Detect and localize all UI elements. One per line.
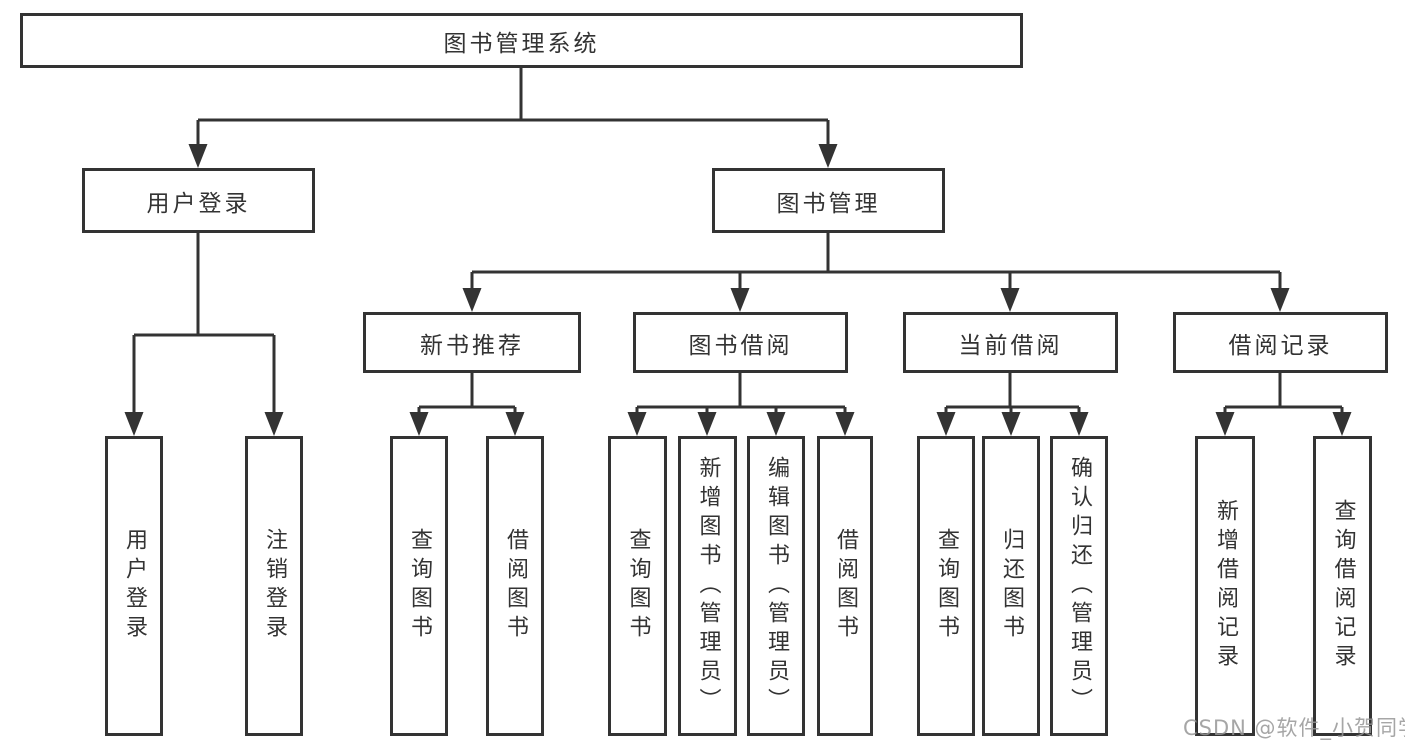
leaf-bb-borrow-books: 借阅图书 <box>817 436 873 736</box>
node-label: 新增图书（管理员） <box>695 455 721 717</box>
node-label: 查询借阅记录 <box>1330 499 1356 673</box>
node-label: 查询图书 <box>407 528 432 644</box>
leaf-cb-confirm-return-admin: 确认归还（管理员） <box>1050 436 1108 736</box>
node-label: 查询图书 <box>625 528 651 644</box>
node-label: 借阅记录 <box>1228 332 1333 359</box>
node-label: 新书推荐 <box>420 332 524 359</box>
node-current-borrowing: 当前借阅 <box>903 312 1118 373</box>
node-library-management-system: 图书管理系统 <box>20 13 1023 68</box>
leaf-bb-edit-books-admin: 编辑图书（管理员） <box>747 436 805 736</box>
node-label: 图书管理系统 <box>443 30 600 57</box>
node-label: 用户登录 <box>146 190 251 217</box>
leaf-nb-query-books: 查询图书 <box>390 436 448 736</box>
node-new-book-recommendation: 新书推荐 <box>363 312 581 373</box>
node-label: 确认归还（管理员） <box>1067 455 1092 717</box>
leaf-user-login: 用户登录 <box>105 436 163 736</box>
node-label: 图书借阅 <box>688 332 793 359</box>
node-user-login: 用户登录 <box>82 168 315 233</box>
node-label: 编辑图书（管理员） <box>764 455 789 717</box>
node-book-borrowing: 图书借阅 <box>633 312 848 373</box>
node-label: 新增借阅记录 <box>1213 499 1238 673</box>
node-label: 借阅图书 <box>833 528 858 644</box>
leaf-bb-query-books: 查询图书 <box>608 436 667 736</box>
leaf-br-query-borrow-record: 查询借阅记录 <box>1313 436 1372 736</box>
leaf-logout: 注销登录 <box>245 436 303 736</box>
node-book-management: 图书管理 <box>712 168 945 233</box>
node-label: 归还图书 <box>999 528 1024 644</box>
leaf-cb-query-books: 查询图书 <box>917 436 975 736</box>
node-label: 当前借阅 <box>958 332 1063 359</box>
node-label: 查询图书 <box>934 528 959 644</box>
node-label: 图书管理 <box>776 190 881 217</box>
node-label: 用户登录 <box>122 528 147 644</box>
tree-edges <box>132 68 1344 415</box>
node-label: 借阅图书 <box>503 528 528 644</box>
leaf-cb-return-books: 归还图书 <box>982 436 1040 736</box>
leaf-bb-add-books-admin: 新增图书（管理员） <box>678 436 737 736</box>
leaf-br-add-borrow-record: 新增借阅记录 <box>1195 436 1255 736</box>
node-borrow-records: 借阅记录 <box>1173 312 1388 373</box>
arrowhead-icons <box>124 144 1352 436</box>
csdn-watermark: CSDN @软件_小贺同学 <box>1183 716 1405 740</box>
leaf-nb-borrow-books: 借阅图书 <box>486 436 544 736</box>
node-label: 注销登录 <box>262 528 287 644</box>
